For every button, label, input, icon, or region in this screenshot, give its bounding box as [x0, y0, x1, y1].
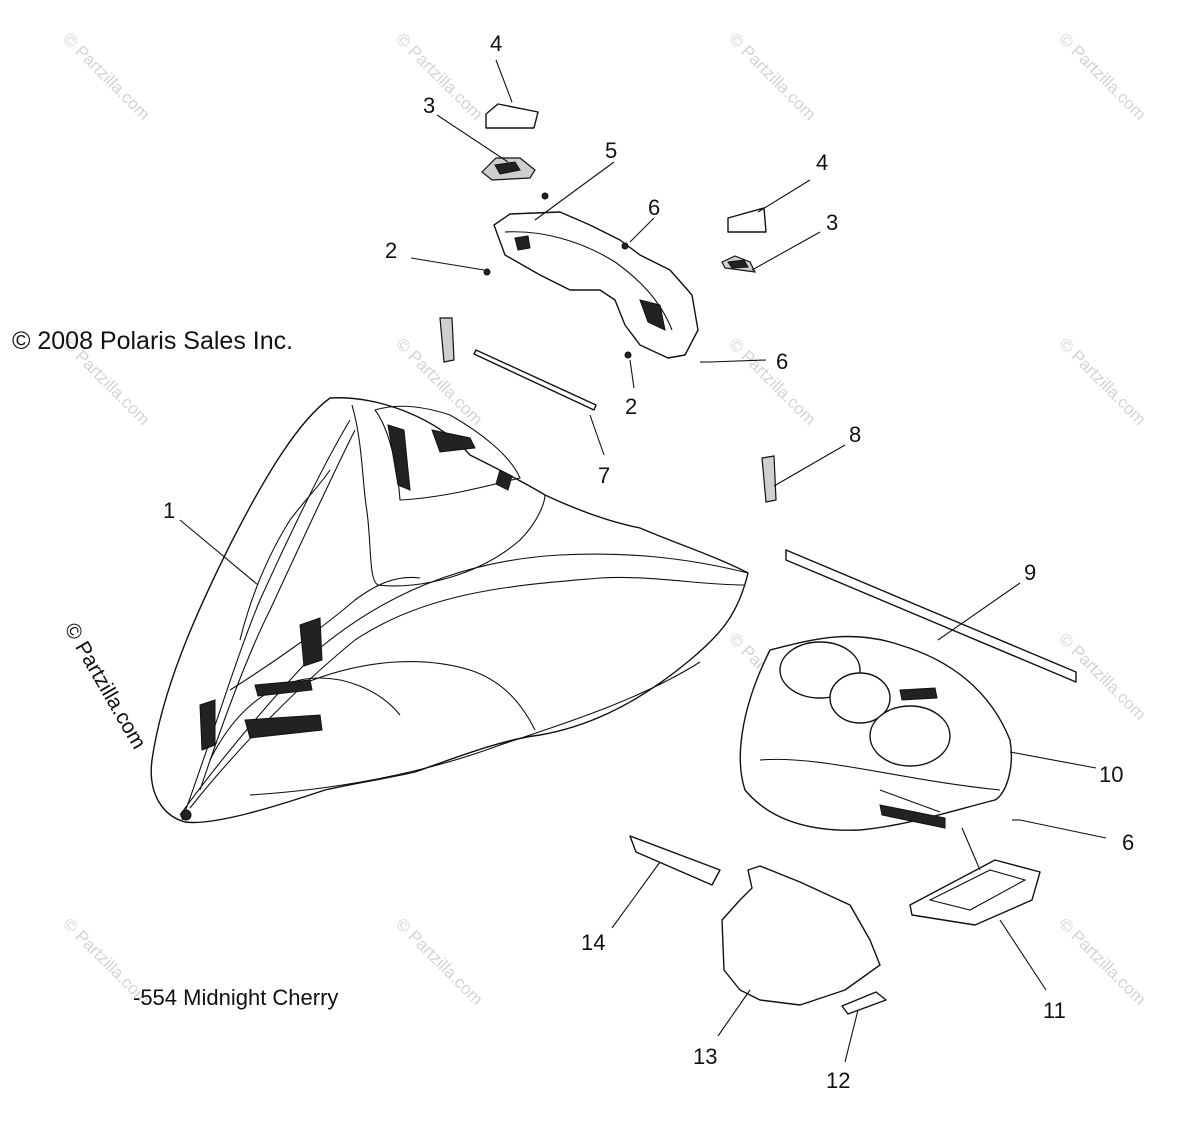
- watermark: © Partzilla.com: [1055, 334, 1149, 428]
- side-watermark: © Partzilla.com: [60, 619, 151, 753]
- part-8-clip: [439, 317, 777, 503]
- callout-3: 3: [826, 210, 838, 235]
- callout-6: 6: [776, 349, 788, 374]
- watermark: © Partzilla.com: [1055, 29, 1149, 123]
- callout-12: 12: [826, 1068, 850, 1093]
- part-14-tape: [629, 835, 721, 886]
- callout-labels: 1 2 2 3 3 4 4 5 6 6 6 7 8 9 10 11 12 13 …: [163, 31, 1134, 1093]
- callout-3: 3: [423, 93, 435, 118]
- part-10-console: [739, 635, 1012, 831]
- part-6-bolt: [621, 242, 1020, 821]
- color-code-note: -554 Midnight Cherry: [133, 985, 338, 1010]
- watermark: © Partzilla.com: [1055, 914, 1149, 1008]
- callout-1: 1: [163, 498, 175, 523]
- part-12-decal: [841, 991, 887, 1015]
- callout-6: 6: [1122, 830, 1134, 855]
- part-3-bracket: [481, 157, 757, 273]
- callout-14: 14: [581, 930, 605, 955]
- callout-4: 4: [490, 31, 502, 56]
- callout-10: 10: [1099, 762, 1123, 787]
- leader-lines: [179, 59, 1107, 1063]
- copyright-notice: © 2008 Polaris Sales Inc.: [12, 327, 293, 355]
- part-11-vent: [909, 859, 1041, 926]
- part-7-strip: [473, 349, 597, 411]
- callout-2: 2: [385, 238, 397, 263]
- callout-8: 8: [849, 422, 861, 447]
- part-9-trim: [785, 549, 1077, 683]
- callout-5: 5: [605, 138, 617, 163]
- callout-9: 9: [1024, 560, 1036, 585]
- callout-13: 13: [693, 1044, 717, 1069]
- part-13-insulation: [721, 865, 881, 1006]
- watermark: © Partzilla.com: [392, 29, 486, 123]
- part-4-pad: [485, 103, 767, 233]
- callout-7: 7: [598, 463, 610, 488]
- watermark: © Partzilla.com: [392, 914, 486, 1008]
- part-1-hood: [150, 397, 749, 824]
- watermark: © Partzilla.com: [725, 334, 819, 428]
- watermark: © Partzilla.com: [725, 29, 819, 123]
- callout-4: 4: [816, 150, 828, 175]
- part-2-screw: [483, 268, 632, 359]
- part-5-dash: [493, 192, 699, 359]
- callout-11: 11: [1043, 998, 1066, 1023]
- callout-2: 2: [625, 394, 637, 419]
- watermark: © Partzilla.com: [59, 29, 153, 123]
- callout-6: 6: [648, 195, 660, 220]
